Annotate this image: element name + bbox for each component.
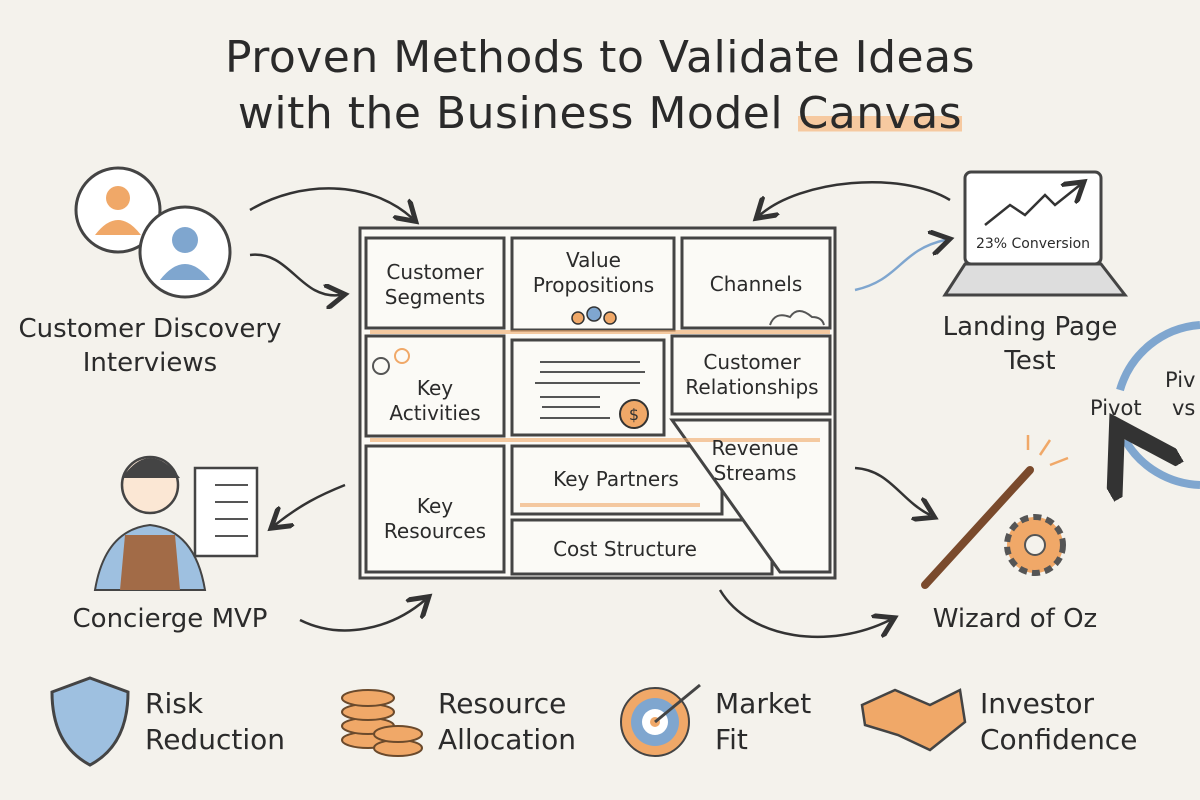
label-cost-structure: Cost Structure [553,537,697,561]
benefit-market-fit: Market Fit [715,687,812,756]
label-key-partners: Key Partners [553,467,679,491]
cell-key-activities [364,334,506,438]
cell-cost-structure [510,518,774,576]
money-bag-icon: $ [619,399,649,429]
title-line-2: with the Business Model Canvas [0,86,1200,142]
benefit-risk-reduction: Risk Reduction [145,687,285,756]
arrow [249,187,412,218]
cell-customer-relationships [670,334,832,416]
cell-channels [680,236,832,330]
label-value-propositions: Value Propositions [532,248,655,297]
benefit-investor-confidence: Investor Confidence [980,687,1138,756]
laptop-icon [942,170,1129,297]
gear-icon [1004,514,1066,576]
gears-icon [372,348,410,375]
page-title: Proven Methods to Validate Ideas with th… [0,30,1200,142]
cell-key-partners [510,444,724,516]
handshake-icon [860,688,967,752]
title-prefix: with the Business Model [237,88,784,139]
title-highlight: Canvas [797,88,963,139]
pivot-cut-label-2: vs [1172,396,1196,420]
cell-customer-segments [364,236,506,330]
people-icon [571,306,617,325]
cell-revenue-streams [669,418,832,574]
label-customer-segments: Customer Segments [384,260,486,309]
method-concierge-mvp: Concierge MVP [72,604,268,634]
interview-avatars-icon [74,166,232,299]
method-customer-discovery: Customer Discovery Interviews [18,314,282,378]
title-line-1: Proven Methods to Validate Ideas [224,32,976,83]
pivot-label: Pivot [1090,396,1142,420]
method-wizard-of-oz: Wizard of Oz [932,604,1098,634]
target-icon [620,683,701,757]
label-revenue-streams: Revenue Streams [711,436,799,485]
conversion-metric: 23% Conversion [975,236,1091,252]
method-landing-page: Landing Page Test [942,312,1118,376]
label-customer-relationships: Customer Relationships [685,350,819,399]
cloud-icon [769,310,825,326]
label-key-resources: Key Resources [383,494,487,543]
shield-icon [50,676,130,767]
cell-key-resources [364,444,506,574]
checklist-icon [193,466,259,558]
label-channels: Channels [709,272,803,296]
pivot-cycle-icon [1120,321,1200,485]
svg-text:$: $ [629,405,639,424]
pivot-cut-label-1: Piv [1165,368,1196,392]
label-key-activities: Key Activities [389,376,481,425]
benefit-resource-allocation: Resource Allocation [438,687,577,756]
magic-wand-icon [921,435,1069,589]
concierge-person-icon [93,455,259,591]
business-model-canvas [358,226,837,580]
coins-icon [341,689,423,757]
